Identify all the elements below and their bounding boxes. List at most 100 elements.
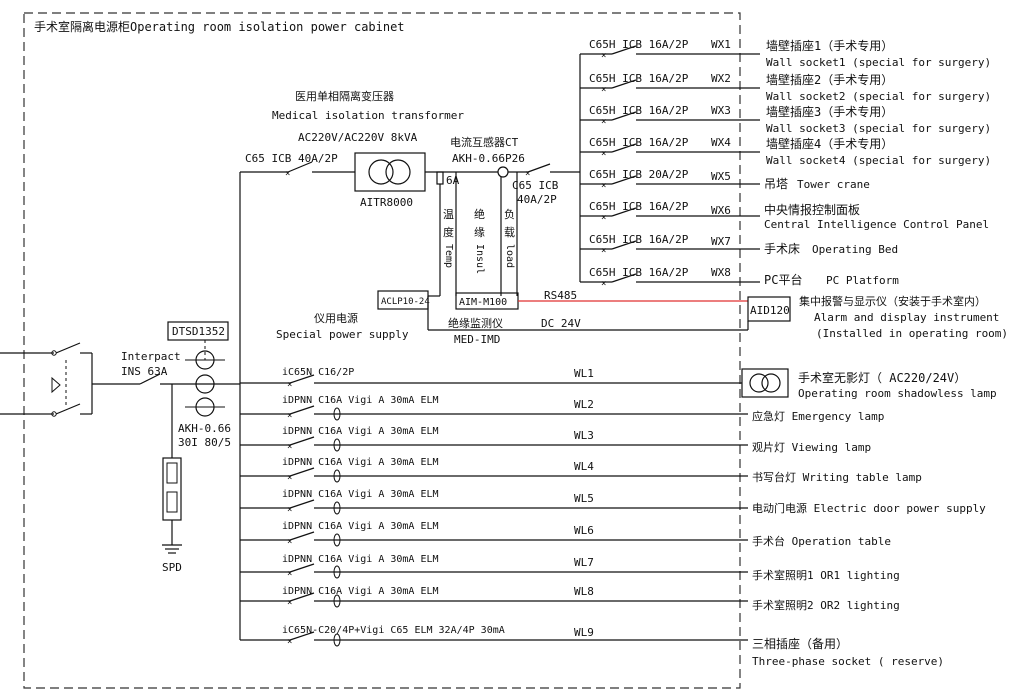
wl-circuit-6: × iDPNN C16A Vigi A 30mA ELM WL6 手术台 Ope… <box>240 521 891 548</box>
svg-text:×: × <box>525 169 530 179</box>
wl-circuit-3: × iDPNN C16A Vigi A 30mA ELM WL3 观片灯 Vie… <box>240 426 871 454</box>
svg-text:负: 负 <box>504 207 515 221</box>
svg-text:载: 载 <box>504 226 515 239</box>
wx-circuit-4: × C65H ICB 16A/2P WX4 墙壁插座4（手术专用） Wall s… <box>580 136 991 167</box>
svg-text:C65H ICB 16A/2P: C65H ICB 16A/2P <box>589 233 689 246</box>
svg-text:×: × <box>601 117 606 127</box>
svg-text:×: × <box>601 279 606 289</box>
main-breaker-label: C65 ICB 40A/2P <box>245 152 338 165</box>
svg-text:PC平台: PC平台 <box>764 272 802 287</box>
fuse <box>436 171 444 185</box>
incoming-switch <box>0 342 122 417</box>
svg-text:度: 度 <box>443 225 454 239</box>
svg-text:Three-phase socket ( reserve): Three-phase socket ( reserve) <box>752 655 944 668</box>
aclp-box <box>377 290 429 310</box>
svg-text:书写台灯 Writing table lamp: 书写台灯 Writing table lamp <box>752 470 922 484</box>
svg-text:温: 温 <box>443 208 454 221</box>
transformer-rating: AC220V/AC220V 8kVA <box>298 131 418 144</box>
out-breaker-line1: C65 ICB <box>512 179 559 192</box>
svg-text:iDPNN C16A Vigi A 30mA ELM: iDPNN C16A Vigi A 30mA ELM <box>282 554 439 565</box>
svg-text:iDPNN C16A Vigi A 30mA ELM: iDPNN C16A Vigi A 30mA ELM <box>282 489 439 500</box>
svg-text:电动门电源 Electric door power supp: 电动门电源 Electric door power supply <box>752 501 986 515</box>
svg-text:iC65N C16/2P: iC65N C16/2P <box>282 367 354 378</box>
svg-text:墙壁插座4（手术专用）: 墙壁插座4（手术专用） <box>766 136 893 151</box>
interpact-rating: INS 63A <box>121 365 168 378</box>
ct-symbol <box>497 166 509 178</box>
rs485-label: RS485 <box>544 289 577 302</box>
wx-circuit-1: × C65H ICB 16A/2P WX1 墙壁插座1（手术专用） Wall s… <box>580 38 991 69</box>
svg-text:手术室无影灯（ AC220/24V）: 手术室无影灯（ AC220/24V） <box>798 370 966 385</box>
alarm-model: AID120 <box>750 304 790 317</box>
svg-text:×: × <box>287 637 292 647</box>
svg-text:WL2: WL2 <box>574 398 594 411</box>
svg-text:×: × <box>601 181 606 191</box>
svg-text:手术室照明1 OR1 lighting: 手术室照明1 OR1 lighting <box>752 568 900 582</box>
svg-text:Wall socket1 (special for surg: Wall socket1 (special for surgery) <box>766 56 991 69</box>
monitor-label-en: MED-IMD <box>454 333 500 346</box>
transformer-title-en: Medical isolation transformer <box>272 109 464 122</box>
svg-text:绝: 绝 <box>474 207 485 221</box>
svg-text:C65H ICB 16A/2P: C65H ICB 16A/2P <box>589 38 689 51</box>
wl-circuit-7: × iDPNN C16A Vigi A 30mA ELM WL7 手术室照明1 … <box>240 554 900 582</box>
svg-text:iDPNN C16A Vigi A 30mA ELM: iDPNN C16A Vigi A 30mA ELM <box>282 521 439 532</box>
wx-circuit-2: × C65H ICB 16A/2P WX2 墙壁插座2（手术专用） Wall s… <box>580 72 991 103</box>
svg-text:WX5: WX5 <box>711 170 731 183</box>
svg-text:iDPNN C16A Vigi A 30mA ELM: iDPNN C16A Vigi A 30mA ELM <box>282 426 439 437</box>
svg-text:load: load <box>504 244 515 268</box>
spd-label: SPD <box>162 561 182 574</box>
wl-circuit-8: × iDPNN C16A Vigi A 30mA ELM WL8 手术室照明2 … <box>240 585 900 612</box>
svg-text:×: × <box>601 51 606 61</box>
aim-label: AIM-M100 <box>459 297 507 308</box>
svg-text:iDPNN C16A Vigi A 30mA ELM: iDPNN C16A Vigi A 30mA ELM <box>282 395 439 406</box>
svg-text:×: × <box>285 169 290 179</box>
svg-text:手术台 Operation table: 手术台 Operation table <box>752 534 891 548</box>
svg-text:C65H ICB 16A/2P: C65H ICB 16A/2P <box>589 104 689 117</box>
special-supply-en: Special power supply <box>276 328 409 341</box>
svg-text:×: × <box>601 246 606 256</box>
svg-text:墙壁插座3（手术专用）: 墙壁插座3（手术专用） <box>766 104 893 119</box>
svg-text:WX2: WX2 <box>711 72 731 85</box>
cabinet-border <box>23 12 741 689</box>
svg-text:三相插座（备用）: 三相插座（备用） <box>752 636 848 651</box>
svg-text:×: × <box>287 473 292 483</box>
interpact-label: Interpact <box>121 350 181 363</box>
wx-circuit-7: × C65H ICB 16A/2P WX7 手术床 Operating Bed <box>580 233 898 256</box>
svg-text:Operating Bed: Operating Bed <box>812 243 898 256</box>
svg-text:WL3: WL3 <box>574 429 594 442</box>
svg-text:应急灯 Emergency lamp: 应急灯 Emergency lamp <box>752 409 884 423</box>
transformer-model: AITR8000 <box>360 196 413 209</box>
current-transformers <box>185 350 225 417</box>
svg-text:WL8: WL8 <box>574 585 594 598</box>
svg-text:C65H ICB 16A/2P: C65H ICB 16A/2P <box>589 72 689 85</box>
alarm-display-box <box>747 296 791 322</box>
wx-circuit-5: × C65H ICB 20A/2P WX5 吊塔 Tower crane <box>580 168 870 191</box>
svg-text:×: × <box>287 411 292 421</box>
svg-text:C65H ICB 20A/2P: C65H ICB 20A/2P <box>589 168 689 181</box>
svg-text:Wall socket3 (special for surg: Wall socket3 (special for surgery) <box>766 122 991 135</box>
alarm-cn: 集中报警与显示仪（安装于手术室内） <box>799 294 986 308</box>
svg-text:×: × <box>601 149 606 159</box>
svg-text:iDPNN C16A Vigi A 30mA ELM: iDPNN C16A Vigi A 30mA ELM <box>282 457 439 468</box>
svg-text:Temp: Temp <box>443 244 454 268</box>
svg-text:吊塔: 吊塔 <box>764 177 788 191</box>
svg-text:WX4: WX4 <box>711 136 731 149</box>
svg-text:PC Platform: PC Platform <box>826 274 899 287</box>
svg-text:WX8: WX8 <box>711 266 731 279</box>
isolation-transformer <box>354 152 426 192</box>
alarm-en2: (Installed in operating room) <box>816 327 1008 340</box>
spd-device <box>162 384 182 554</box>
svg-text:iC65N-C20/4P+Vigi C65 ELM 32A/: iC65N-C20/4P+Vigi C65 ELM 32A/4P 30mA <box>282 625 505 636</box>
fuse-label: 6A <box>446 174 460 187</box>
monitor-label-cn: 绝缘监测仪 <box>448 316 503 330</box>
wl-circuit-2: × iDPNN C16A Vigi A 30mA ELM WL2 应急灯 Eme… <box>240 395 884 423</box>
svg-text:手术床: 手术床 <box>764 242 800 256</box>
svg-text:×: × <box>287 380 292 390</box>
svg-text:Wall socket2 (special for surg: Wall socket2 (special for surgery) <box>766 90 991 103</box>
transformer-title-cn: 医用单相隔离变压器 <box>295 89 394 103</box>
svg-text:×: × <box>601 85 606 95</box>
svg-text:iDPNN C16A Vigi A 30mA ELM: iDPNN C16A Vigi A 30mA ELM <box>282 586 439 597</box>
special-supply-cn: 仪用电源 <box>314 311 358 325</box>
svg-text:Central Intelligence Control P: Central Intelligence Control Panel <box>764 218 989 231</box>
svg-text:Tower crane: Tower crane <box>797 178 870 191</box>
aclp-label: ACLP10-24 <box>381 297 430 307</box>
